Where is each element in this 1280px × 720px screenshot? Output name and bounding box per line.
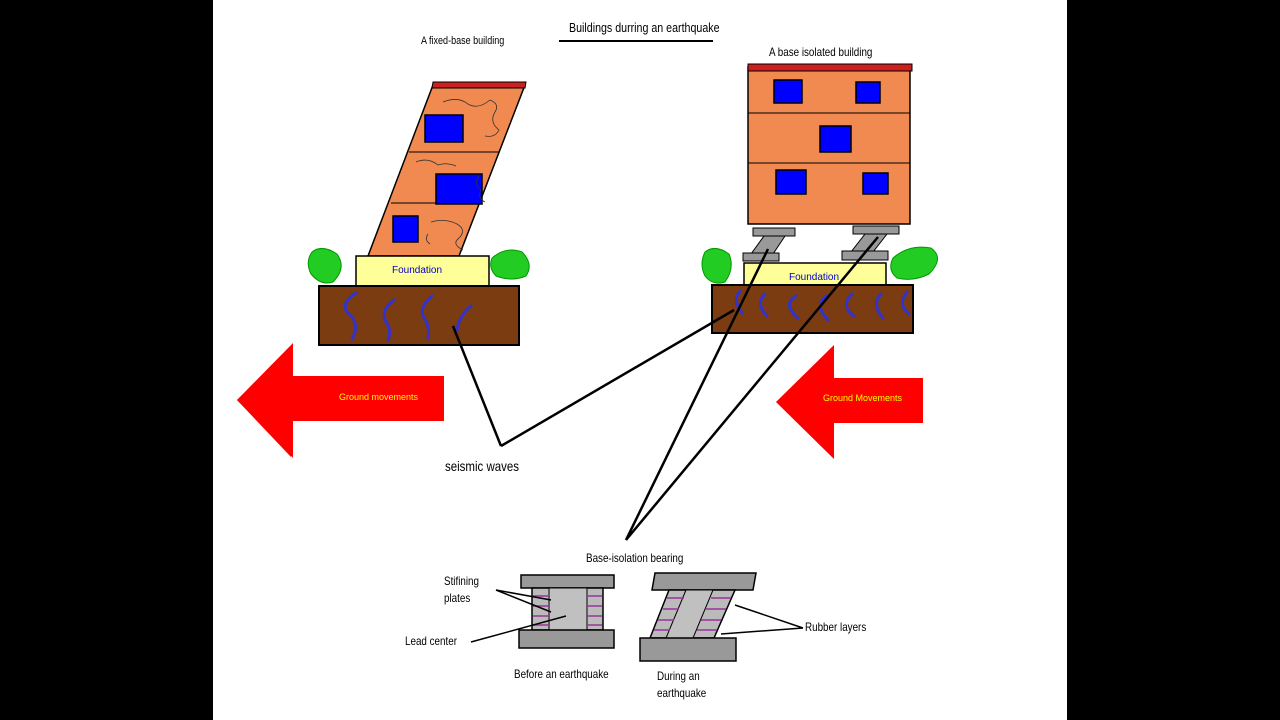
foundation-right-label: Foundation (789, 272, 840, 283)
fixed-building-label: A fixed-base building (421, 35, 505, 47)
ground-movements-left-label: Ground movements (339, 392, 419, 402)
bearing-during (639, 572, 757, 662)
before-earthquake-label: Before an earthquake (514, 667, 609, 681)
window (819, 125, 852, 153)
foundation-left-label: Foundation (392, 265, 443, 276)
diagram-title: Buildings durring an earthquake (569, 20, 720, 35)
window (435, 173, 483, 205)
ground-movements-right-label: Ground Movements (823, 393, 903, 403)
crack (426, 220, 464, 251)
diagram-svg (237, 40, 938, 662)
isolated-building (747, 63, 913, 225)
crack (415, 159, 486, 203)
rubber-layers-label: Rubber layers (805, 620, 867, 634)
isolated-building-roof (747, 63, 913, 72)
foundation-left (355, 255, 490, 289)
bush (490, 249, 530, 280)
bush (890, 246, 938, 280)
ground-arrow-left-shape (237, 343, 444, 458)
pointer-lines (451, 236, 879, 541)
window (392, 215, 419, 243)
bearing-title: Base-isolation bearing (586, 551, 684, 565)
window (855, 81, 881, 104)
window (775, 169, 807, 195)
diagram-canvas: Buildings durring an earthquake A fixed-… (213, 0, 1067, 720)
seismic-waves-left (343, 291, 473, 342)
during-earthquake-label: During an earthquake (657, 669, 707, 700)
bush (307, 248, 342, 284)
building-bearings (742, 225, 900, 262)
seismic-waves-label: seismic waves (445, 458, 520, 474)
isolated-building-label: A base isolated building (769, 45, 873, 59)
ground-right (711, 284, 914, 334)
lead-center-label: Lead center (405, 634, 457, 648)
bearing-before (518, 574, 615, 649)
window (424, 114, 464, 143)
bush (701, 248, 732, 284)
stiffening-plates-label: Stifining plates (444, 574, 480, 605)
fixed-building-body (366, 84, 527, 257)
fixed-base-building (366, 81, 527, 257)
bearing-callouts (470, 589, 804, 643)
window (862, 172, 889, 195)
ground-arrow-right (776, 345, 923, 459)
crack (442, 99, 500, 137)
window (773, 79, 803, 104)
fixed-building-roof (431, 81, 527, 89)
